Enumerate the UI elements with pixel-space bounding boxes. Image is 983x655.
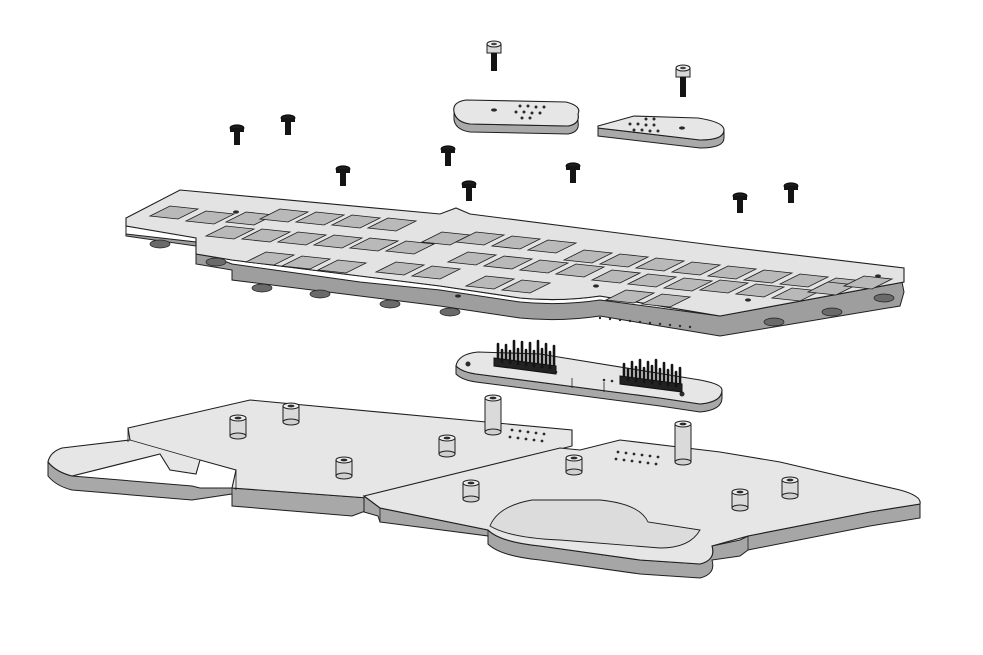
standoff: [781, 476, 799, 500]
tall-standoff: [674, 420, 692, 466]
top-cap-right: [597, 115, 725, 149]
screw: [461, 180, 477, 201]
pin-headers: [493, 339, 683, 393]
screw: [280, 114, 296, 135]
screw: [335, 165, 351, 186]
screw: [565, 162, 581, 183]
edge-pads: [598, 316, 692, 329]
screw: [783, 182, 799, 203]
plate-holes: [233, 210, 881, 302]
left-base-plate-top: [47, 399, 573, 499]
standoff: [335, 456, 353, 480]
screw: [229, 124, 245, 145]
standoff: [282, 402, 300, 426]
cap-screw: [675, 64, 691, 97]
switch-plate-stack: [125, 189, 905, 337]
pin-header-right: [619, 358, 683, 393]
key-cutouts: [148, 205, 894, 308]
standoff: [229, 414, 247, 440]
standoff: [565, 454, 583, 476]
cap-screws: [486, 40, 691, 97]
left-base-plate: [47, 399, 573, 517]
right-base-plate-top: [362, 439, 921, 565]
right-base-plate-recess: [489, 499, 701, 549]
right-base-plate: [362, 439, 921, 579]
base-plates: [47, 399, 921, 579]
plate-screws: [229, 114, 799, 213]
standoff: [462, 479, 480, 503]
switch-bottoms: [149, 239, 895, 327]
base-vent-holes: [508, 428, 660, 466]
tall-standoff: [484, 394, 502, 436]
top-cover-caps: [453, 99, 725, 149]
top-cap-left: [453, 99, 580, 135]
cap-screw: [486, 40, 502, 71]
standoff: [731, 488, 749, 512]
screw: [440, 145, 456, 166]
screw: [732, 192, 748, 213]
standoffs: [229, 394, 799, 512]
standoff: [438, 434, 456, 458]
pin-header-left: [493, 339, 557, 375]
